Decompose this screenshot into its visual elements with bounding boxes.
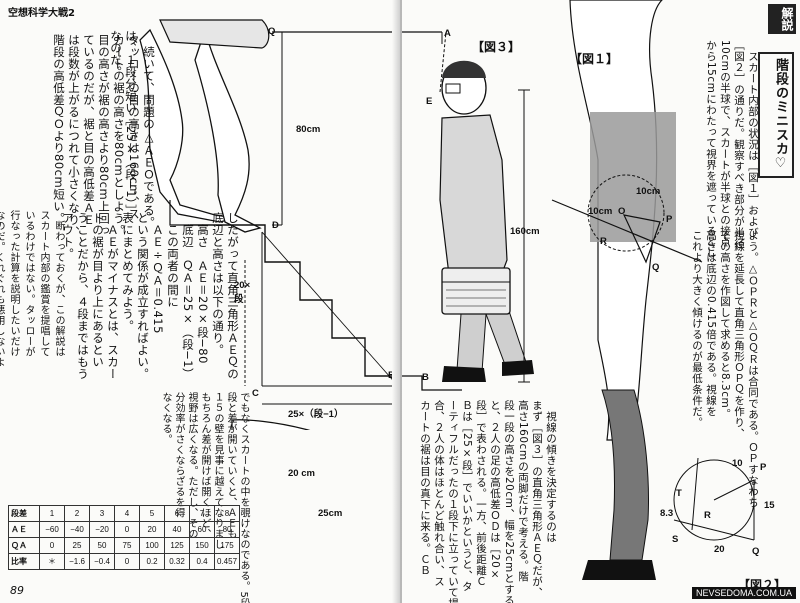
table-cell: 0: [114, 553, 140, 570]
fig2-label-s: S: [672, 534, 679, 545]
label-o: O: [618, 206, 626, 217]
table-cell: 40: [164, 521, 190, 538]
table-cell: 0.457: [213, 553, 241, 570]
table-cell: −60: [39, 521, 65, 538]
label-b-right: B: [422, 372, 429, 383]
section-tag: 解説: [768, 4, 796, 34]
label-80cm: 80cm: [296, 124, 321, 135]
fig2-label-15: 15: [764, 500, 775, 511]
table-header-cell: 1: [39, 505, 65, 522]
text-column-1: は、１段分短い［25×（段−1）］ なのだ。: [109, 30, 138, 217]
right-text-column-2: よう。△ＯＰＲと△ＯＱＲは合同である。ＯＰすなわち 視線を延長して直角三角形ＯＰ…: [691, 230, 759, 508]
label-b: B: [388, 370, 395, 381]
table-header-cell: 2: [64, 505, 90, 522]
table-cell: 75: [114, 537, 140, 554]
label-r: R: [600, 236, 607, 247]
table-cell: 25: [64, 537, 90, 554]
text-column-3: したがって直角三角形ＡＥＱの 底辺と高さは以下の通り。 高さ ＡＥ＝20×段−8…: [61, 212, 240, 381]
table-cell: 50: [89, 537, 115, 554]
table-cell: 100: [139, 537, 165, 554]
label-160cm: 160cm: [510, 226, 540, 237]
table-row: ＡＥ −60 −40 −20 0 20 40 60 80: [8, 521, 241, 538]
table-header-cell: 3: [89, 505, 115, 522]
table-row: 比率 ＊ −1.6 −0.4 0 0.2 0.32 0.4 0.457: [8, 553, 241, 570]
table-cell: 0.4: [189, 553, 215, 570]
right-text-column-3: 視線の傾きを決定するのは まず［図３］の直角三角形ＡＥＱだが、 高さ160cmの…: [419, 400, 557, 603]
table-cell: −40: [64, 521, 90, 538]
fig2-label-10: 10: [732, 458, 743, 469]
table-cell: 0: [114, 521, 140, 538]
fig2-label-p: P: [760, 462, 767, 473]
label-10cm-b: 10cm: [588, 206, 613, 217]
label-c: C: [252, 388, 259, 399]
table-cell: 80: [213, 521, 241, 538]
table-header-cell: 5: [139, 505, 165, 522]
ratio-table: 段差 1 2 3 4 5 6 7 8 ＡＥ −60 −40 −20 0 20 4…: [8, 505, 241, 570]
table-cell: 20: [139, 521, 165, 538]
table-cell: −0.4: [89, 553, 115, 570]
page-number: 89: [10, 584, 24, 597]
fig2-label-8-3: 8.3: [660, 508, 674, 519]
text-column-5: でもなくスカートの中を覗けなのである。5段、6 段と差が開いていくと、ＡＥも １…: [160, 392, 249, 603]
watermark: NEVSEDOMA.COM.UA: [691, 587, 796, 599]
label-q: Q: [268, 26, 276, 37]
label-p: P: [666, 214, 673, 225]
table-header-row: 段差 1 2 3 4 5 6 7 8: [8, 505, 241, 522]
fig2-label-20: 20: [714, 544, 725, 555]
table-cell: 125: [164, 537, 190, 554]
staircase-diagram: [139, 19, 398, 430]
label-e: E: [426, 96, 433, 107]
table-header-cell: 段差: [8, 505, 40, 522]
table-cell: −1.6: [64, 553, 90, 570]
table-header-cell: 7: [189, 505, 215, 522]
section-title: 階段のミニスカ♡: [758, 52, 794, 178]
label-steps: 20× 段: [234, 280, 251, 305]
label-10cm-a: 10cm: [636, 186, 661, 197]
table-cell: 175: [213, 537, 241, 554]
right-text-column-1: スカート内部の状況は［図１］および ［図２］の通りだ。観察すべき部分が半径 10…: [705, 40, 759, 259]
table-cell: 0.32: [164, 553, 190, 570]
label-d: D: [272, 220, 279, 231]
table-cell: 0: [39, 537, 65, 554]
right-page: 【図３】 【図１】 【図２】 A E B 160cm O P R Q 10cm …: [402, 0, 800, 603]
label-step-width: 25cm: [318, 508, 343, 519]
figure-1-title: 【図１】: [570, 52, 619, 66]
table-row: ＱＡ 0 25 50 75 100 125 150 175: [8, 537, 241, 554]
table-header-cell: 8: [213, 505, 241, 522]
table-cell: 60: [189, 521, 215, 538]
label-step-height: 20 cm: [288, 468, 315, 479]
text-column-4: 断わっておくが、この解説は スカート内部の鑑賞を提唱して いるわけではない。タッ…: [0, 210, 64, 368]
table-cell: 0.2: [139, 553, 165, 570]
label-a: A: [444, 28, 451, 39]
text-column-2: 続いて、問題の△ＡＥＯである。 タッローの目の高さは160cm、ス カートの裾の…: [52, 34, 156, 238]
figure-3-title: 【図３】: [472, 40, 521, 54]
table-cell: ＊: [39, 553, 65, 570]
left-page: 空想科学大戦2 Q D C B 80cm 20× 段 25×（段−1） 20 c…: [0, 0, 398, 603]
label-q-right: Q: [652, 262, 660, 273]
table-cell: 150: [189, 537, 215, 554]
label-base: 25×（段−1）: [288, 409, 344, 420]
table-header-cell: 4: [114, 505, 140, 522]
fig2-label-t: T: [676, 488, 682, 499]
salaryman-figure-diagram: [402, 0, 755, 580]
table-cell: 比率: [8, 553, 40, 570]
running-header: 空想科学大戦2: [8, 8, 75, 19]
fig2-label-r: R: [704, 510, 711, 521]
table-header-cell: 6: [164, 505, 190, 522]
table-cell: ＡＥ: [8, 521, 40, 538]
fig2-label-q: Q: [752, 546, 760, 557]
table-cell: −20: [89, 521, 115, 538]
table-cell: ＱＡ: [8, 537, 40, 554]
